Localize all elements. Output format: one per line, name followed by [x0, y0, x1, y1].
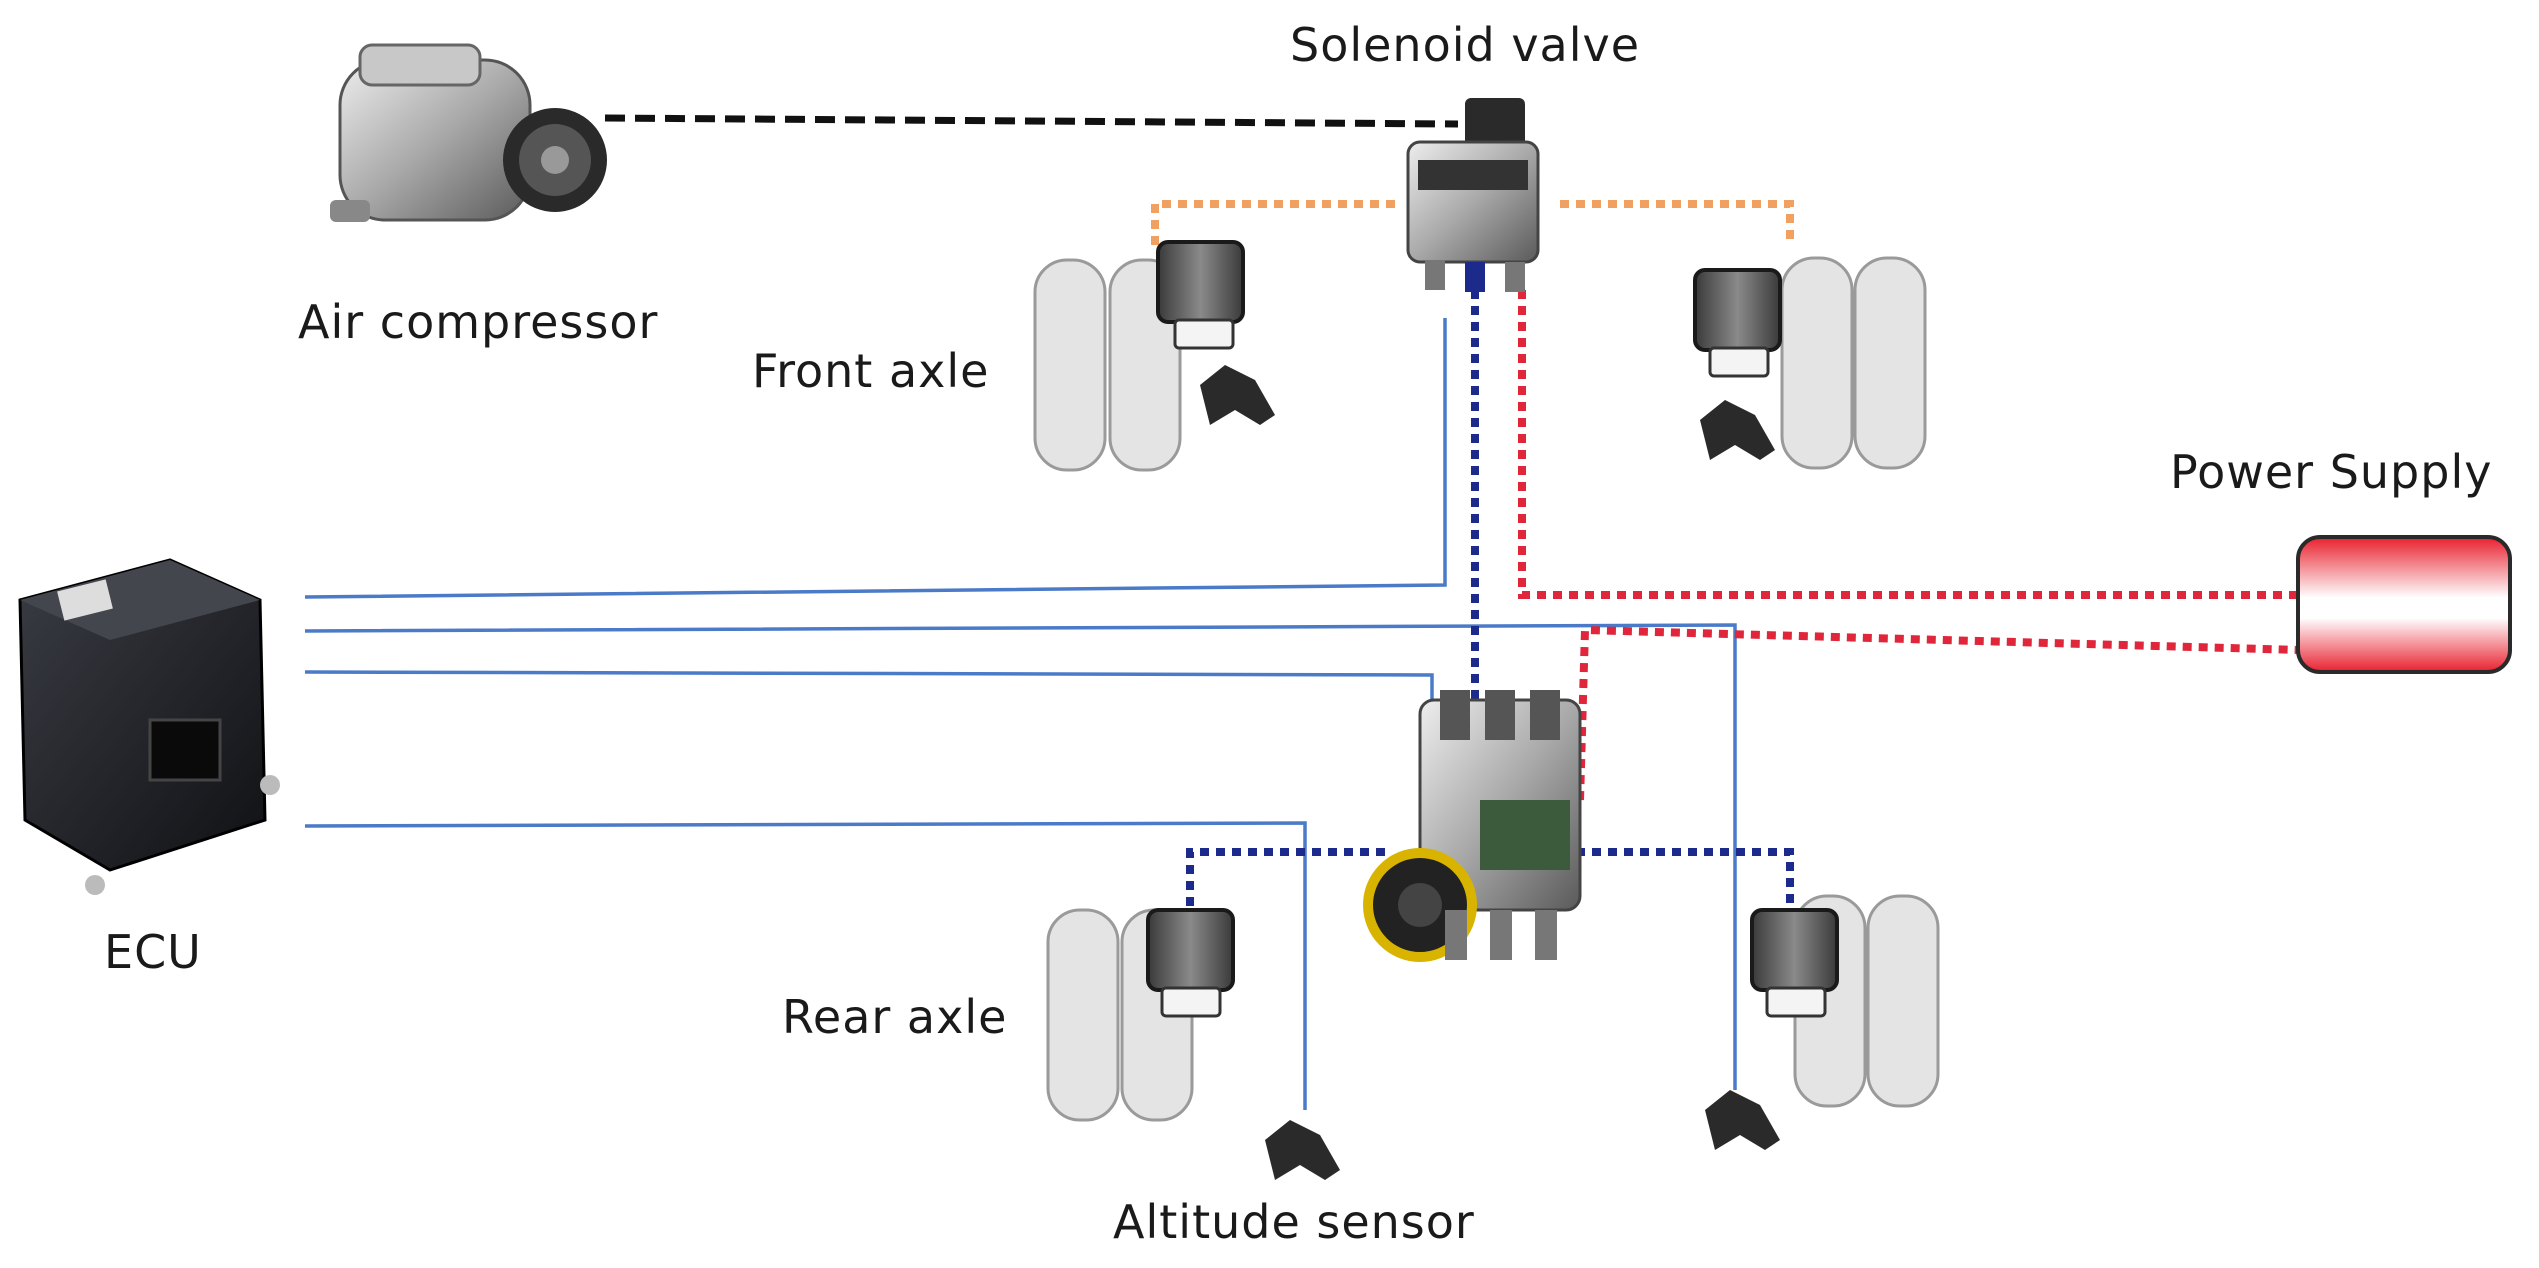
rear-left-air-line	[1186, 848, 1385, 910]
front-right-air-line	[1560, 200, 1794, 245]
tire-icon	[1046, 908, 1120, 1122]
height-sensor-icon	[1200, 365, 1275, 425]
signal-line-rear-valve	[304, 670, 1434, 715]
signal-lines	[304, 318, 1737, 1110]
rear-valve-block-icon	[1363, 690, 1582, 962]
power-line-front-valve	[1518, 290, 2300, 599]
altitude-sensor-label: Altitude sensor	[1113, 1195, 1475, 1249]
signal-line-left-sensor	[304, 821, 1307, 1110]
tire-icon	[1033, 258, 1107, 472]
power-supply-label: Power Supply	[2170, 445, 2493, 499]
height-sensor-icon	[1265, 1120, 1340, 1180]
air-spring-icon	[1750, 908, 1839, 992]
solenoid-valve-label: Solenoid valve	[1290, 18, 1641, 72]
power-supply-icon	[2296, 535, 2512, 674]
height-sensor-icon	[1705, 1090, 1780, 1150]
rear-left-wheel	[1046, 908, 1340, 1180]
rear-air-lines	[1186, 290, 1794, 910]
rear-right-air-line	[1560, 848, 1794, 910]
air-spring-icon	[1146, 908, 1235, 992]
air-spring-icon	[1693, 268, 1782, 352]
power-lines	[1518, 290, 2301, 801]
front-left-air-line	[1151, 200, 1395, 245]
tire-icon	[1780, 256, 1854, 470]
signal-line-right-sensor	[304, 623, 1737, 1090]
power-line-rear-valve	[1576, 625, 2301, 801]
ecu-icon	[18, 558, 280, 895]
air-spring-icon	[1156, 240, 1245, 324]
front-axle-label: Front axle	[752, 344, 990, 398]
compressor-air-line	[604, 114, 1459, 128]
ecu-label: ECU	[104, 925, 202, 979]
rear-right-wheel	[1705, 894, 1940, 1150]
air-compressor-icon	[330, 43, 607, 222]
solenoid-valve-icon	[1406, 98, 1540, 292]
air-compressor-label: Air compressor	[298, 295, 659, 349]
signal-line-front-valve	[304, 318, 1447, 599]
tire-icon	[1866, 894, 1940, 1108]
front-right-wheel	[1693, 256, 1927, 470]
rear-axle-label: Rear axle	[782, 990, 1008, 1044]
front-left-wheel	[1033, 240, 1275, 472]
height-sensor-icon	[1700, 400, 1775, 460]
front-air-lines	[1151, 200, 1794, 245]
tire-icon	[1853, 256, 1927, 470]
